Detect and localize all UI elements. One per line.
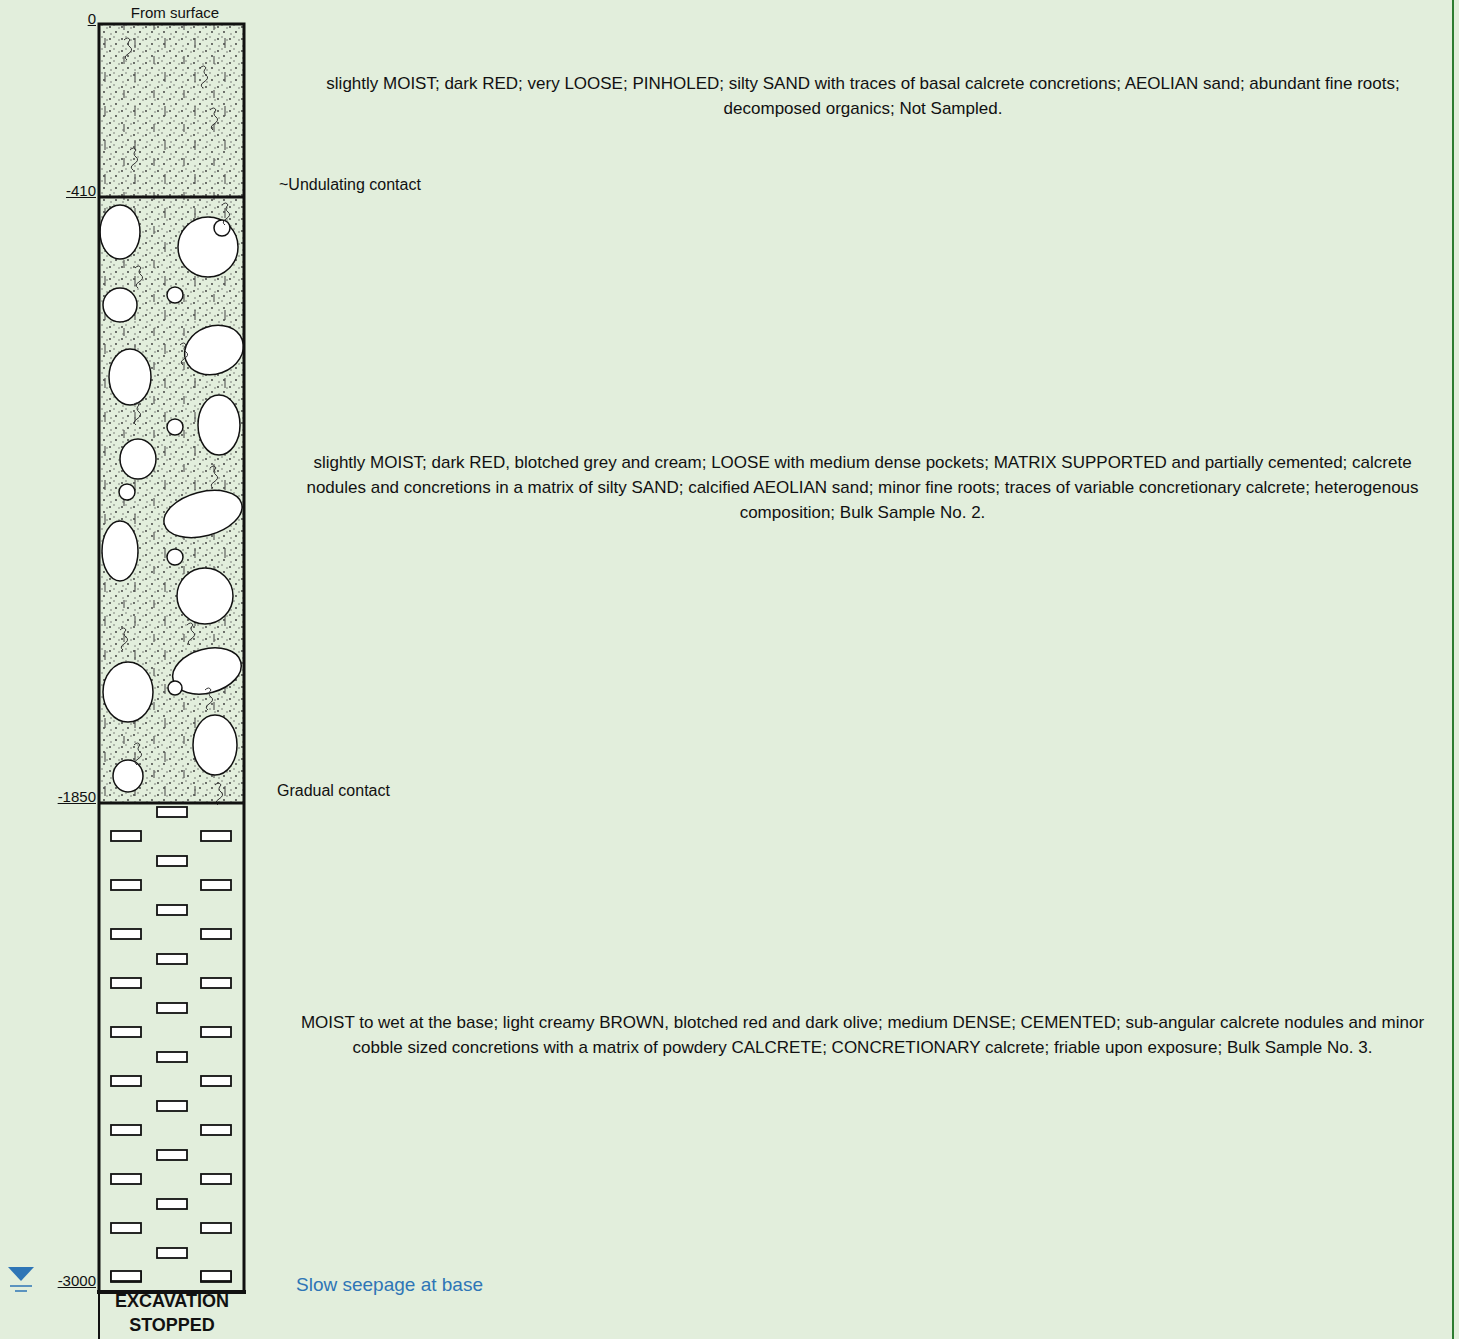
contact-note: Gradual contact: [277, 778, 577, 803]
column-heading: From surface: [110, 0, 240, 25]
calcrete-block: [111, 1076, 141, 1086]
depth-label: -410: [0, 178, 96, 203]
depth-label: -3000: [0, 1268, 96, 1293]
calcrete-concretion: [214, 220, 230, 236]
calcrete-nodule: [193, 715, 237, 775]
calcrete-nodule: [159, 482, 248, 545]
calcrete-block: [157, 1150, 187, 1160]
calcrete-concretion: [167, 287, 183, 303]
calcrete-block: [201, 1076, 231, 1086]
calcrete-nodule: [109, 349, 151, 405]
root-symbol: [120, 628, 128, 650]
calcrete-nodule: [120, 439, 156, 479]
calcrete-nodule: [113, 760, 143, 792]
root-symbol: [210, 466, 218, 488]
calcrete-block: [157, 1199, 187, 1209]
root-symbol: [180, 343, 188, 365]
root-symbol: [134, 743, 142, 765]
root-symbol: [124, 38, 132, 60]
contact-note: ~Undulating contact: [279, 172, 579, 197]
water-note: Slow seepage at base: [296, 1272, 616, 1297]
calcrete-block: [157, 1101, 187, 1111]
layer-description: slightly MOIST; dark RED, blotched grey …: [290, 450, 1435, 525]
root-symbol: [133, 403, 141, 425]
calcrete-nodule: [103, 288, 137, 322]
layer-description: MOIST to wet at the base; light creamy B…: [290, 1010, 1435, 1060]
calcrete-block: [201, 1174, 231, 1184]
calcrete-block: [157, 1003, 187, 1013]
calcrete-nodule: [198, 395, 240, 455]
calcrete-block: [201, 1027, 231, 1037]
calcrete-nodule: [103, 662, 153, 722]
calcrete-block: [157, 1248, 187, 1258]
calcrete-nodule: [178, 317, 251, 383]
calcrete-nodule: [102, 521, 138, 581]
calcrete-nodule: [177, 568, 233, 624]
calcrete-block: [201, 880, 231, 890]
calcrete-concretion: [168, 681, 182, 695]
calcrete-block: [201, 1272, 231, 1282]
layer-description: slightly MOIST; dark RED; very LOOSE; PI…: [283, 71, 1443, 121]
calcrete-block: [157, 1052, 187, 1062]
calcrete-block: [201, 1223, 231, 1233]
root-symbol: [187, 623, 195, 645]
root-symbol: [135, 266, 143, 288]
calcrete-block: [157, 856, 187, 866]
calcrete-block: [111, 1271, 141, 1281]
root-symbol: [222, 203, 230, 225]
calcrete-concretion: [167, 419, 183, 435]
depth-label: -1850: [0, 784, 96, 809]
calcrete-nodule: [100, 205, 140, 259]
calcrete-block: [201, 1271, 231, 1281]
calcrete-block: [111, 1272, 141, 1282]
root-symbol: [200, 66, 208, 88]
calcrete-block: [111, 929, 141, 939]
calcrete-block: [111, 880, 141, 890]
root-symbol: [210, 108, 218, 130]
calcrete-block: [111, 1027, 141, 1037]
calcrete-block: [157, 905, 187, 915]
calcrete-block: [157, 807, 187, 817]
depth-label: 0: [70, 6, 96, 31]
end-note: EXCAVATION STOPPED: [102, 1289, 242, 1337]
calcrete-block: [201, 831, 231, 841]
calcrete-block: [111, 831, 141, 841]
calcrete-block: [111, 978, 141, 988]
root-symbol: [130, 148, 138, 170]
calcrete-block: [111, 1174, 141, 1184]
calcrete-concretion: [119, 484, 135, 500]
calcrete-block: [201, 1125, 231, 1135]
calcrete-block: [111, 1125, 141, 1135]
calcrete-nodule: [178, 217, 238, 277]
calcrete-block: [201, 929, 231, 939]
calcrete-block: [157, 954, 187, 964]
root-symbol: [205, 688, 213, 710]
calcrete-nodule: [167, 641, 246, 702]
calcrete-concretion: [167, 549, 183, 565]
calcrete-block: [111, 1223, 141, 1233]
calcrete-block: [201, 978, 231, 988]
